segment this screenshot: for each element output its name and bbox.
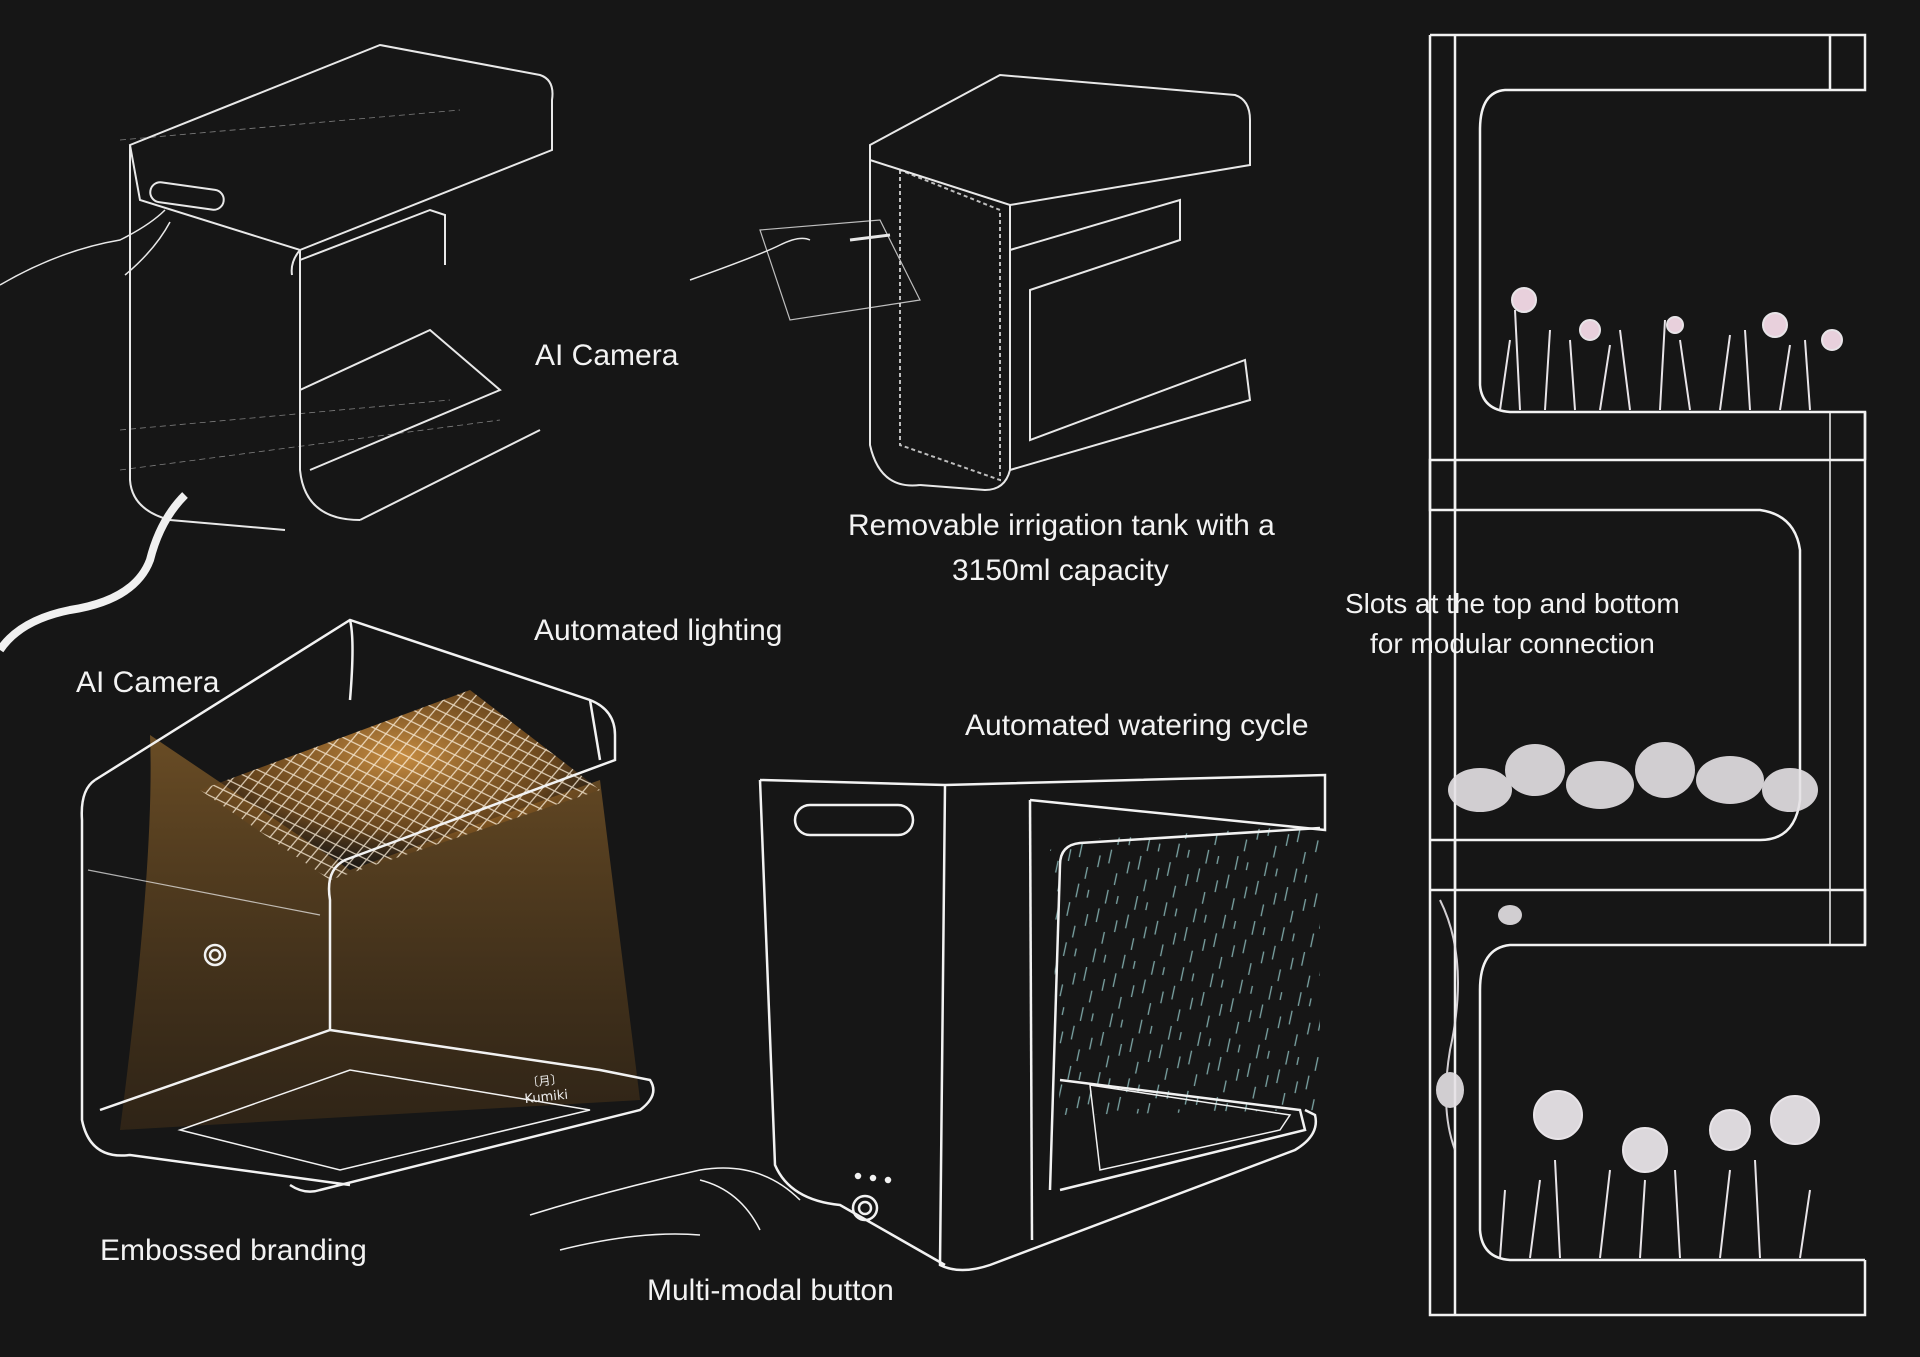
label-ai-camera-left: AI Camera (76, 666, 220, 699)
label-irrigation-line2: 3150ml capacity (952, 554, 1169, 587)
sketch-device-top-middle (690, 75, 1250, 490)
label-embossed-branding: Embossed branding (100, 1234, 367, 1267)
label-slots-line2: for modular connection (1370, 628, 1655, 659)
label-automated-watering: Automated watering cycle (965, 709, 1309, 742)
label-ai-camera-top: AI Camera (535, 339, 679, 372)
sketch-device-top-left (0, 45, 553, 650)
sketch-device-lighting (82, 620, 654, 1192)
planter-plants-bottom (1500, 1091, 1819, 1258)
label-automated-lighting: Automated lighting (534, 614, 783, 647)
sketch-device-watering (530, 775, 1325, 1270)
planter-plants-top (1500, 288, 1842, 410)
embossed-brand-mark: 〔月〕 Kumiki (522, 1072, 569, 1107)
label-irrigation-line1: Removable irrigation tank with a (848, 509, 1275, 542)
label-multimodal-button: Multi-modal button (647, 1274, 894, 1307)
label-slots-line1: Slots at the top and bottom (1345, 588, 1680, 619)
